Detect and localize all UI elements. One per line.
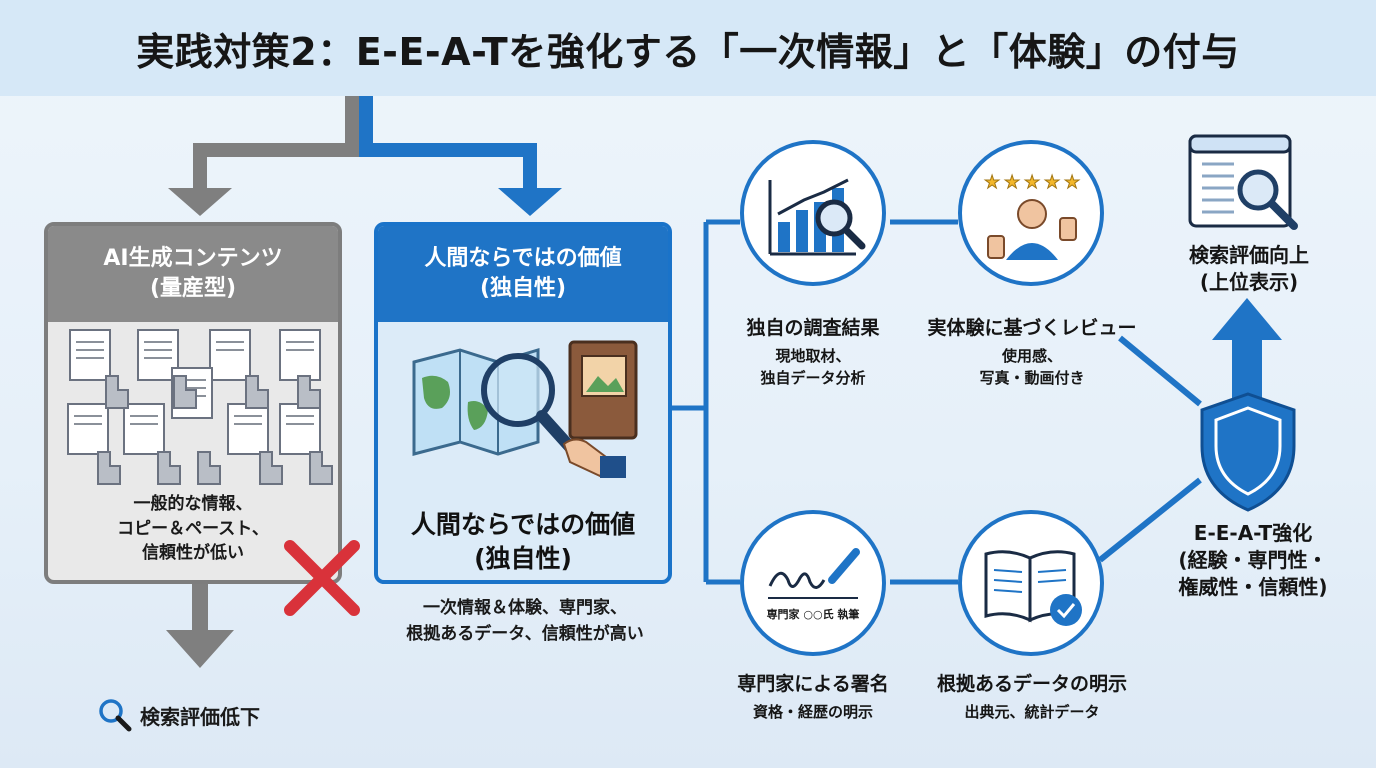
documents-icon bbox=[67, 329, 333, 485]
bar-chart-icon bbox=[768, 178, 866, 256]
magnifier-icon bbox=[481, 353, 626, 478]
ai-heading-line2: (量産型) bbox=[149, 276, 237, 301]
signature-node: 専門家 ○○氏 執筆 bbox=[740, 510, 886, 656]
human-value-big-text: 人間ならではの価値 (独自性) bbox=[378, 508, 668, 576]
eeat-label: E-E-A-T強化 (経験・専門性・ 権威性・信頼性) bbox=[1150, 520, 1356, 601]
svg-text:★: ★ bbox=[1024, 172, 1040, 193]
map-magnifier-book-illustration bbox=[412, 340, 638, 478]
eeat-line2: (経験・専門性・ bbox=[1178, 548, 1328, 572]
data-node bbox=[958, 510, 1104, 656]
signature-sub: 資格・経歴の明示 bbox=[752, 702, 873, 721]
robot-hand-icon bbox=[97, 375, 333, 485]
ai-desc-line1: 一般的な情報、 bbox=[133, 494, 253, 514]
page-title: 実践対策2：E-E-A-Tを強化する「一次情報」と「体験」の付与 bbox=[136, 29, 1240, 74]
human-desc-line2: 根拠あるデータ、信頼性が高い bbox=[406, 623, 644, 644]
review-node: ★ ★ ★ ★ ★ bbox=[958, 140, 1104, 286]
research-label: 独自の調査結果 現地取材、 独自データ分析 bbox=[700, 316, 926, 390]
ai-desc-line3: 信頼性が低い bbox=[142, 543, 244, 564]
ai-content-panel: AI生成コンテンツ (量産型) bbox=[44, 222, 342, 584]
research-title: 独自の調査結果 bbox=[746, 317, 880, 339]
pen-signature-icon: 専門家 ○○氏 執筆 bbox=[767, 548, 860, 621]
svg-text:★: ★ bbox=[1004, 172, 1020, 193]
browser-search-icon bbox=[1188, 134, 1298, 230]
star-icon: ★ ★ ★ ★ ★ bbox=[984, 172, 1081, 194]
ai-desc-line2: コピー＆ペースト、 bbox=[117, 518, 269, 539]
eeat-line3: 権威性・信頼性) bbox=[1178, 575, 1328, 599]
research-sub: 現地取材、 独自データ分析 bbox=[700, 345, 926, 390]
data-sub: 出典元、統計データ bbox=[964, 702, 1100, 721]
shield-icon bbox=[1200, 392, 1296, 512]
human-big-line1: 人間ならではの価値 bbox=[410, 510, 636, 539]
human-desc-line1: 一次情報＆体験、専門家、 bbox=[423, 598, 627, 618]
thumbs-up-person-icon: ★ ★ ★ ★ ★ bbox=[984, 172, 1081, 260]
research-node bbox=[740, 140, 886, 286]
title-bar: 実践対策2：E-E-A-Tを強化する「一次情報」と「体験」の付与 bbox=[0, 0, 1376, 96]
human-value-panel: 人間ならではの価値 (独自性) 人間ならではの価値 (独自性) bbox=[374, 222, 672, 584]
search-icon bbox=[99, 699, 132, 732]
review-sub-line2: 写真・動画付き bbox=[979, 369, 1085, 388]
svg-text:★: ★ bbox=[1044, 172, 1060, 193]
review-sub-line1: 使用感、 bbox=[1001, 346, 1062, 365]
ai-description: 一般的な情報、 コピー＆ペースト、 信頼性が低い bbox=[44, 492, 342, 566]
search-up-label: 検索評価向上 (上位表示) bbox=[1156, 242, 1342, 296]
signature-label: 専門家による署名 資格・経歴の明示 bbox=[700, 672, 926, 723]
signature-title: 専門家による署名 bbox=[737, 673, 889, 695]
search-up-line1: 検索評価向上 bbox=[1189, 243, 1309, 267]
human-big-line2: (独自性) bbox=[474, 543, 572, 573]
human-heading-line1: 人間ならではの価値 bbox=[424, 246, 622, 272]
review-label: 実体験に基づくレビュー 使用感、 写真・動画付き bbox=[908, 316, 1156, 390]
svg-text:★: ★ bbox=[1064, 172, 1080, 193]
search-up-line2: (上位表示) bbox=[1199, 270, 1299, 294]
human-heading-line2: (独自性) bbox=[479, 276, 567, 301]
review-title: 実体験に基づくレビュー bbox=[927, 317, 1137, 339]
review-sub: 使用感、 写真・動画付き bbox=[908, 345, 1156, 390]
ai-panel-heading: AI生成コンテンツ (量産型) bbox=[48, 226, 338, 322]
ai-heading-line1: AI生成コンテンツ bbox=[103, 246, 283, 272]
data-label: 根拠あるデータの明示 出典元、統計データ bbox=[908, 672, 1156, 723]
gray-arrow-head bbox=[168, 188, 232, 216]
signature-text: 専門家 ○○氏 執筆 bbox=[767, 607, 860, 621]
human-panel-heading: 人間ならではの価値 (独自性) bbox=[378, 226, 668, 322]
blue-arrow-head bbox=[498, 188, 562, 216]
svg-text:★: ★ bbox=[984, 172, 1000, 193]
search-ranking-down: 検索評価低下 bbox=[98, 698, 260, 732]
data-title: 根拠あるデータの明示 bbox=[936, 673, 1127, 695]
human-description: 一次情報＆体験、専門家、 根拠あるデータ、信頼性が高い bbox=[360, 596, 690, 647]
gray-down-arrow bbox=[166, 630, 234, 668]
cross-mark-icon bbox=[284, 540, 360, 616]
research-sub-line2: 独自データ分析 bbox=[760, 369, 866, 388]
search-low-label: 検索評価低下 bbox=[140, 704, 260, 729]
research-sub-line1: 現地取材、 bbox=[775, 346, 851, 365]
book-icon bbox=[568, 340, 638, 440]
up-arrow-icon bbox=[1212, 298, 1282, 340]
open-book-check-icon bbox=[984, 550, 1082, 626]
eeat-line1: E-E-A-T強化 bbox=[1193, 521, 1313, 545]
